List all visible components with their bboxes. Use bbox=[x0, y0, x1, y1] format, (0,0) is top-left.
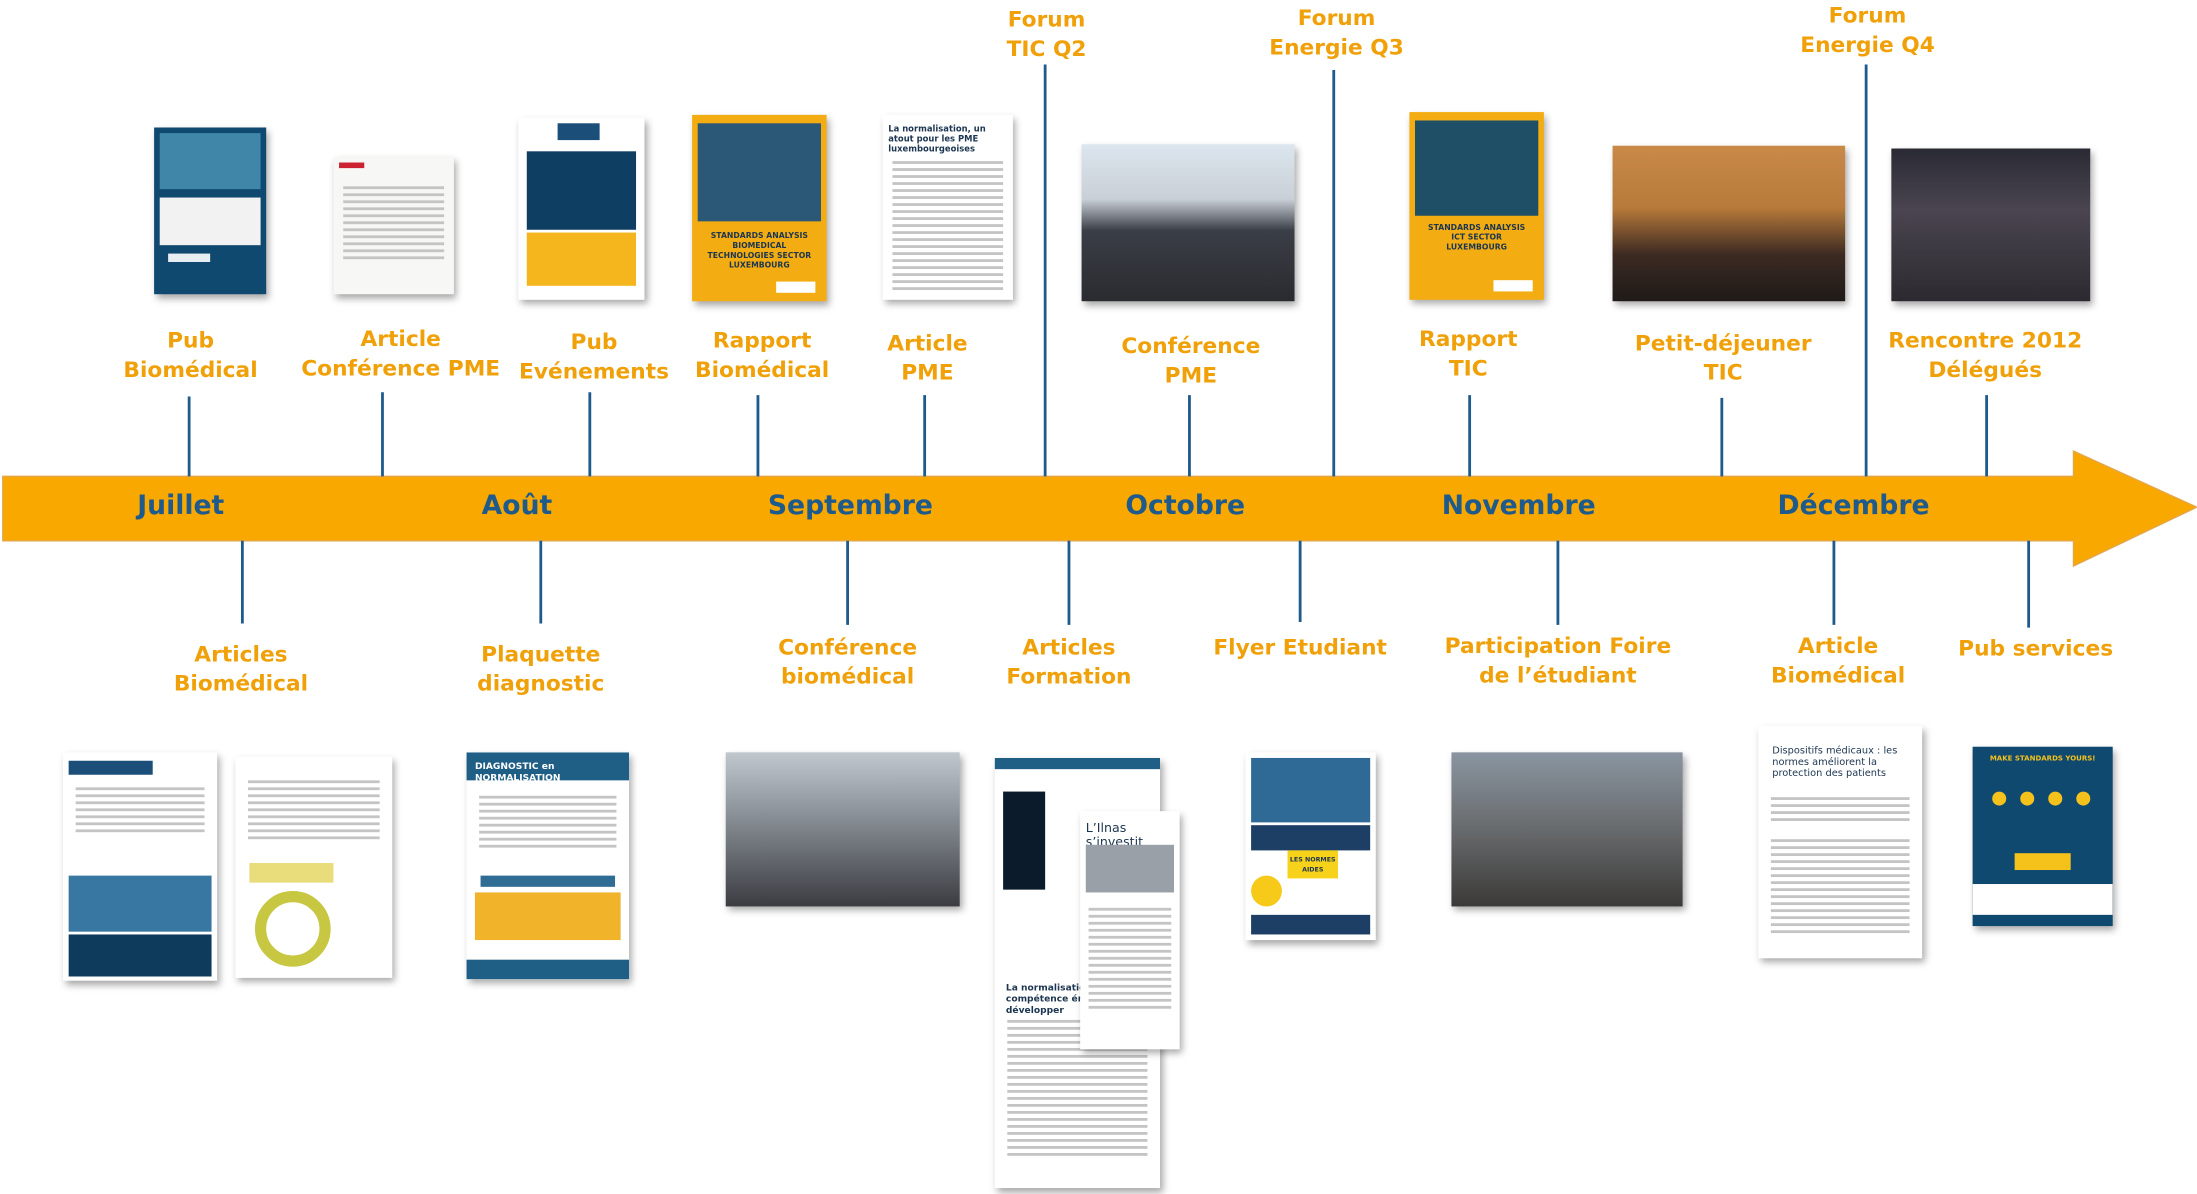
timeline-arrow bbox=[2, 450, 2197, 568]
label-articles-biomedical: Articles Biomédical bbox=[173, 641, 309, 697]
label-articles-formation: Articles Formation bbox=[1006, 634, 1132, 690]
thumb-rencontre-photo bbox=[1891, 148, 2091, 302]
thumb-pub-services: MAKE STANDARDS YOURS! bbox=[1972, 746, 2113, 927]
label-rapport-biomedical: Rapport Biomédical bbox=[695, 327, 830, 383]
label-article-conference-pme: Article Conférence PME bbox=[301, 326, 501, 382]
label-pub-evenements: Pub Evénements bbox=[519, 329, 670, 384]
thumb-plaquette-diagnostic: DIAGNOSTIC en NORMALISATION bbox=[466, 752, 630, 980]
label-forum-energie-q3: Forum Energie Q3 bbox=[1269, 5, 1404, 61]
thumb-article-biomedical: Dispositifs médicaux : les normes amélio… bbox=[1758, 725, 1923, 959]
label-plaquette-diagnostic: Plaquette diagnostic bbox=[477, 641, 605, 697]
thumb-pub-evenements bbox=[518, 117, 645, 300]
label-flyer-etudiant: Flyer Etudiant bbox=[1213, 634, 1387, 660]
label-article-pme: Article PME bbox=[887, 330, 968, 386]
label-conference-pme: Conférence PME bbox=[1121, 333, 1261, 389]
thumb-articles-formation-2: L’Ilnas s’investit bbox=[1080, 811, 1180, 1050]
thumb-flyer-etudiant: LES NORMES AIDES bbox=[1245, 752, 1376, 941]
month-juillet: Juillet bbox=[137, 490, 225, 522]
thumb-conference-biomedical-photo bbox=[725, 752, 960, 907]
label-rencontre-2012: Rencontre 2012 Délégués bbox=[1888, 327, 2083, 383]
thumb-article-conference-pme bbox=[333, 156, 454, 295]
label-forum-energie-q4: Forum Energie Q4 bbox=[1800, 2, 1935, 58]
month-septembre: Septembre bbox=[767, 490, 933, 522]
thumb-articles-biomedical-1 bbox=[63, 752, 218, 981]
thumb-article-pme: La normalisation, un atout pour les PME … bbox=[882, 114, 1013, 300]
month-decembre: Décembre bbox=[1777, 490, 1930, 522]
month-aout: Août bbox=[481, 490, 553, 522]
thumb-articles-biomedical-2 bbox=[235, 756, 393, 978]
label-conference-biomedical: Conférence biomédical bbox=[778, 634, 918, 690]
month-octobre: Octobre bbox=[1125, 490, 1246, 522]
connector-lines bbox=[187, 64, 2031, 628]
thumb-rapport-tic: STANDARDS ANALYSIS ICT SECTOR LUXEMBOURG bbox=[1409, 112, 1544, 300]
thumb-participation-foire-photo bbox=[1451, 752, 1683, 907]
label-pub-services: Pub services bbox=[1958, 636, 2114, 662]
label-petit-dejeuner-tic: Petit-déjeuner TIC bbox=[1634, 330, 1812, 386]
thumb-conference-pme-photo bbox=[1081, 144, 1295, 302]
thumb-pub-biomedical bbox=[154, 127, 267, 295]
label-participation-foire: Participation Foire de l’étudiant bbox=[1444, 633, 1672, 688]
thumb-petit-dejeuner-photo bbox=[1612, 145, 1846, 302]
thumb-rapport-biomedical: STANDARDS ANALYSIS BIOMEDICAL TECHNOLOGI… bbox=[692, 114, 827, 302]
label-rapport-tic: Rapport TIC bbox=[1419, 326, 1518, 382]
label-article-biomedical: Article Biomédical bbox=[1770, 633, 1906, 688]
label-pub-biomedical: Pub Biomédical bbox=[123, 327, 258, 383]
month-novembre: Novembre bbox=[1441, 490, 1596, 522]
label-forum-tic-q2: Forum TIC Q2 bbox=[1006, 7, 1087, 62]
